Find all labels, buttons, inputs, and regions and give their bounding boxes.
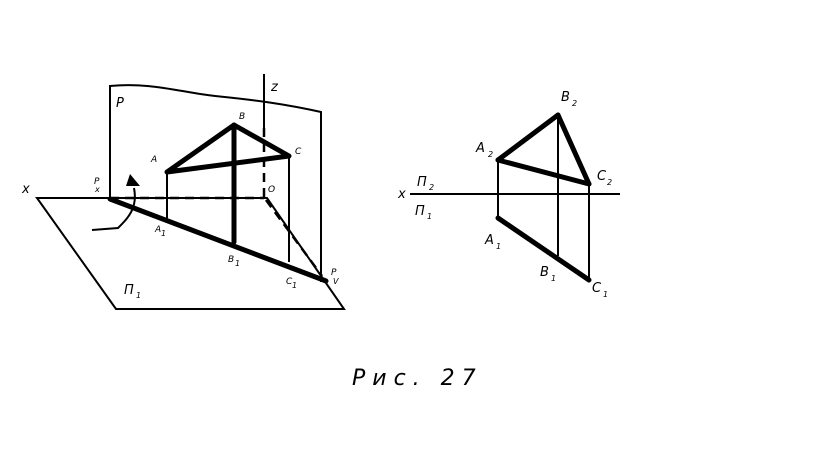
label-z: z: [270, 80, 279, 95]
edge-b2-c2: [555, 112, 592, 187]
label-point-b: B: [239, 112, 245, 122]
label-point-b1-sub: 1: [235, 259, 240, 268]
label-px-sub: x: [94, 185, 100, 194]
label-point-a: A: [150, 155, 157, 165]
figure-caption: Рис. 27: [352, 366, 483, 391]
rotation-arrowhead: [126, 174, 140, 186]
axonometric-view: x z P O A B C A 1 B 1 C 1 P x P V П 1: [21, 74, 346, 310]
label-point-a1-sub: 1: [161, 229, 166, 238]
label-plane-p: P: [116, 96, 124, 111]
label-point-c1: C: [286, 277, 293, 287]
label-plane-pi1: П: [124, 283, 134, 298]
label-pv: P: [331, 268, 337, 278]
label-a2: A: [475, 141, 485, 156]
label-x-right: x: [397, 187, 406, 202]
label-plane-pi1-sub: 1: [136, 291, 141, 300]
label-pi2: П: [417, 175, 427, 190]
label-a1-right-sub: 1: [496, 242, 501, 251]
label-point-a1: A: [154, 225, 161, 235]
label-a1-right: A: [484, 233, 494, 248]
label-point-b1: B: [228, 255, 234, 265]
label-pi1-right-sub: 1: [427, 212, 432, 221]
label-origin-o: O: [268, 185, 275, 195]
edge-a2-c2: [495, 157, 592, 187]
label-b2: B: [561, 90, 570, 105]
horizontal-plane-pi1: [35, 197, 346, 310]
label-c2: C: [597, 169, 607, 184]
label-b2-sub: 2: [572, 99, 577, 108]
label-pi2-sub: 2: [429, 183, 434, 192]
orthographic-view: x П 2 П 1 A 2 B 2 C 2 A 1 B 1 C 1: [397, 90, 620, 299]
label-pv-sub: V: [333, 277, 339, 286]
label-x-left: x: [21, 182, 30, 197]
label-b1-right: B: [540, 265, 549, 280]
label-point-c: C: [295, 147, 302, 157]
label-c1-right: C: [592, 281, 602, 296]
triangle-abc: [164, 122, 292, 175]
label-px: P: [94, 177, 100, 187]
plane-p-horizontal-trace: [107, 196, 329, 284]
horizontal-projection-a1-c1: [495, 215, 592, 283]
plane-p-outline: [109, 84, 322, 282]
label-a2-sub: 2: [488, 150, 493, 159]
label-b1-right-sub: 1: [551, 274, 556, 283]
label-c2-sub: 2: [607, 178, 612, 187]
rotation-arrow: [91, 187, 136, 231]
edge-a2-b2: [495, 112, 561, 163]
axis-o-to-pv-hidden: [264, 199, 324, 277]
label-pi1-right: П: [415, 204, 425, 219]
label-c1-right-sub: 1: [603, 290, 608, 299]
label-point-c1-sub: 1: [292, 281, 297, 290]
